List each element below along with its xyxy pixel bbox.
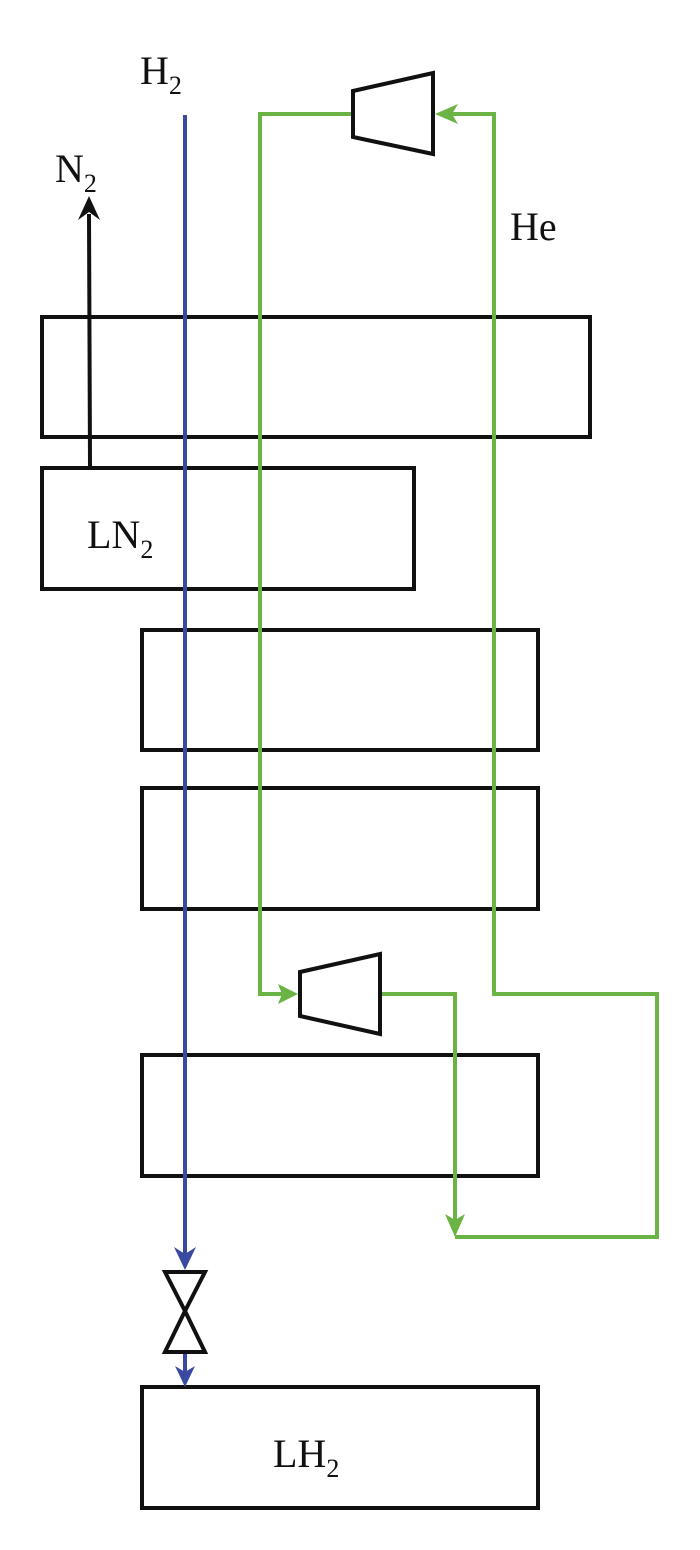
lh2-tank	[140, 1385, 540, 1510]
he-loop-label: He	[510, 204, 557, 249]
hydrogen-line	[174, 115, 196, 1387]
lh2-tank-label: LH2	[273, 1431, 339, 1483]
heat-exchanger-4	[140, 1053, 540, 1178]
expander-icon	[298, 951, 382, 1037]
compressor-icon	[351, 70, 435, 157]
n2-outlet-label: N2	[55, 146, 97, 198]
throttle-valve-icon	[161, 1270, 209, 1354]
nitrogen-vent-line	[87, 213, 92, 467]
helium-supply-line	[258, 112, 353, 996]
nitrogen-vent-arrowhead	[78, 196, 100, 220]
helium-supply-arrowhead	[278, 984, 298, 1004]
heat-exchanger-1	[40, 315, 592, 439]
helium-return-line	[452, 112, 659, 1239]
helium-return-arrowhead	[435, 104, 458, 124]
hydrogen-arrowhead-to-valve	[174, 1247, 196, 1270]
h2-inlet-label: H2	[140, 48, 182, 100]
hydrogen-arrowhead-to-tank	[175, 1366, 195, 1387]
ln2-bath-label: LN2	[87, 512, 153, 564]
heat-exchanger-3	[140, 786, 540, 911]
heat-exchanger-2	[140, 628, 540, 752]
helium-loop	[258, 104, 659, 1239]
helium-cold-arrowhead	[445, 1214, 465, 1237]
helium-expander-outlet-line	[380, 992, 457, 1220]
ln2-bath	[40, 466, 416, 591]
